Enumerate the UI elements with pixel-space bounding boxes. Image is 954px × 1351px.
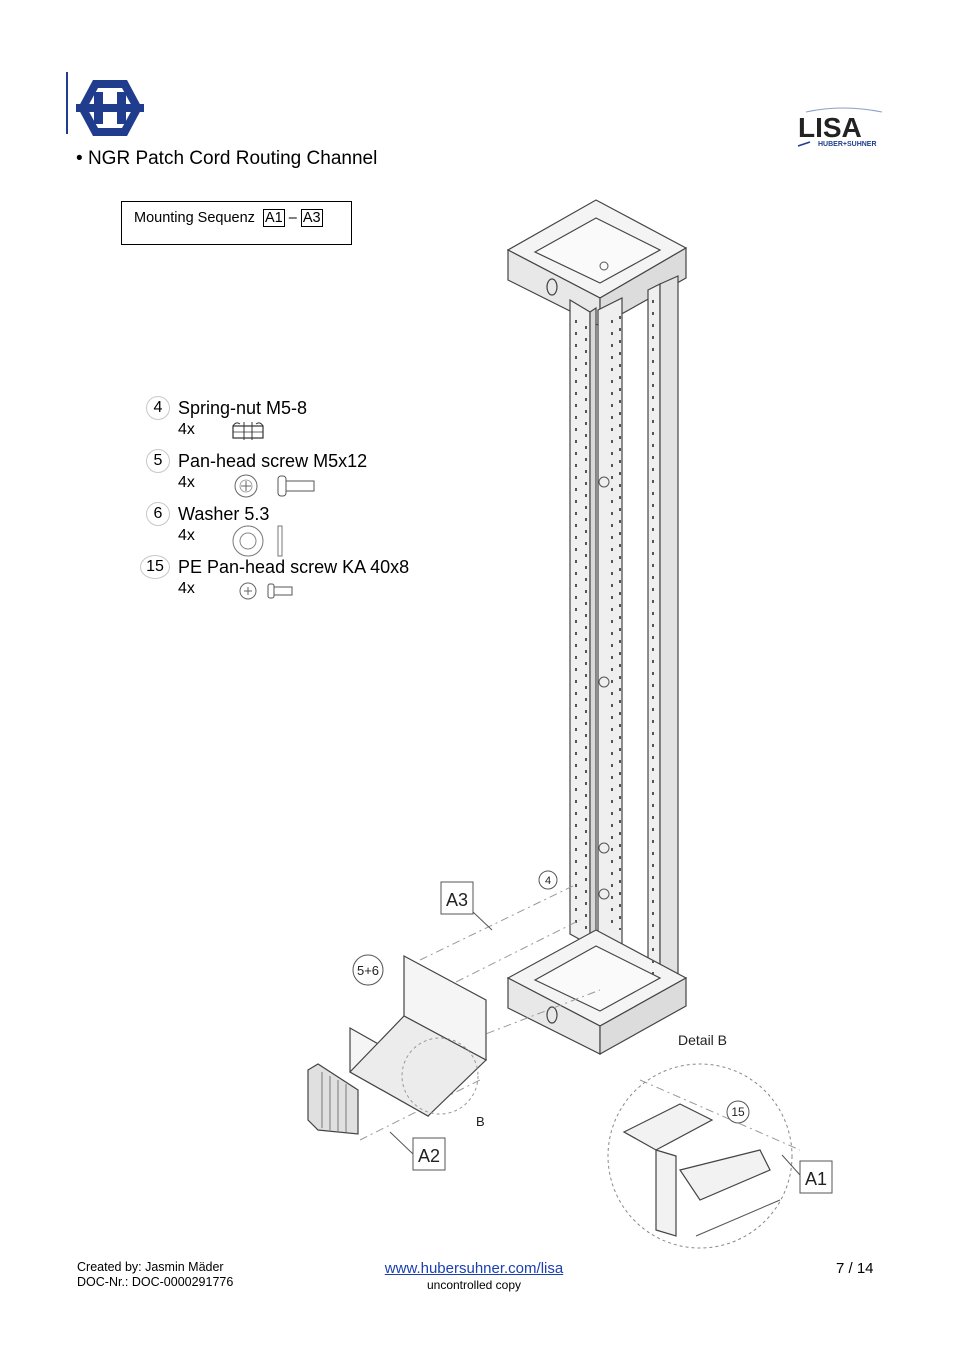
detail-b-bracket [622,1103,771,1237]
callout-5-6: 5+6 [357,963,379,978]
rack-hole-rows [575,300,654,980]
footer-meta: Created by: Jasmin Mäder DOC-Nr.: DOC-00… [77,1260,233,1290]
part-item-pan-head-screw: 5 Pan-head screw M5x12 4x [140,449,460,498]
part-item-spring-nut: 4 Spring-nut M5-8 4x [140,396,460,444]
callout-a3: A3 [446,890,468,910]
rack-round-holes [598,261,610,900]
header-divider [66,72,68,134]
callout-4: 4 [545,875,551,887]
copy-note: uncontrolled copy [426,1278,522,1292]
sequence-start: A1 [262,209,285,227]
part-number: 6 [146,502,170,526]
lisa-logo-subtext: HUBER+SUHNER [818,141,877,148]
callout-15: 15 [731,1105,745,1119]
part-item-pe-screw: 15 PE Pan-head screw KA 40x8 4x [140,555,460,603]
doc-number: DOC-Nr.: DOC-0000291776 [77,1275,234,1289]
part-number: 5 [146,449,170,473]
part-name: Washer 5.3 [178,504,270,524]
part-quantity: 4x [178,527,195,544]
website-link[interactable]: www.hubersuhner.com/lisa [384,1260,564,1277]
sequence-label: Mounting Sequenz [134,210,255,226]
pe-screw-icon [239,582,293,600]
part-name: Spring-nut M5-8 [178,398,308,418]
bracket-part [307,954,488,1135]
mounting-sequence-box: Mounting Sequenz A1 – A3 [121,201,352,245]
label-b: B [476,1114,485,1129]
part-item-washer: 6 Washer 5.3 4x [140,502,460,557]
page-number: 7 / 14 [836,1260,874,1277]
pan-head-screw-icon [234,474,315,498]
spring-nut-icon [232,422,264,440]
cover-ribs [321,1072,347,1132]
sequence-end: A3 [300,209,323,227]
sequence-separator: – [288,210,297,226]
part-name: Pan-head screw M5x12 [178,451,368,471]
footer-center: www.hubersuhner.com/lisa uncontrolled co… [354,1260,594,1292]
callout-a2: A2 [418,1146,440,1166]
callout-frames [352,870,833,1194]
detail-b-label: Detail B [678,1032,727,1048]
part-number: 4 [146,396,170,420]
assembly-drawing: A3 A2 A1 4 5+6 15 B Detail B [307,199,833,1249]
rack-frame [506,199,688,1056]
part-quantity: 4x [178,580,195,597]
created-by: Created by: Jasmin Mäder [77,1260,224,1274]
page-title-text: NGR Patch Cord Routing Channel [87,148,378,169]
callout-a1: A1 [805,1169,827,1189]
washer-icon [232,525,283,557]
lisa-logo-icon: LISA HUBER+SUHNER [796,106,888,150]
part-quantity: 4x [178,421,195,438]
part-name: PE Pan-head screw KA 40x8 [178,557,410,577]
part-number: 15 [140,555,170,579]
lisa-logo-text: LISA [798,112,862,143]
callout-leaders [389,911,801,1176]
detail-b-marker [401,1037,479,1115]
huber-suhner-logo-icon [76,78,144,138]
detail-b-circle [607,1063,793,1249]
part-quantity: 4x [178,474,195,491]
page-title: • NGR Patch Cord Routing Channel [76,148,378,169]
